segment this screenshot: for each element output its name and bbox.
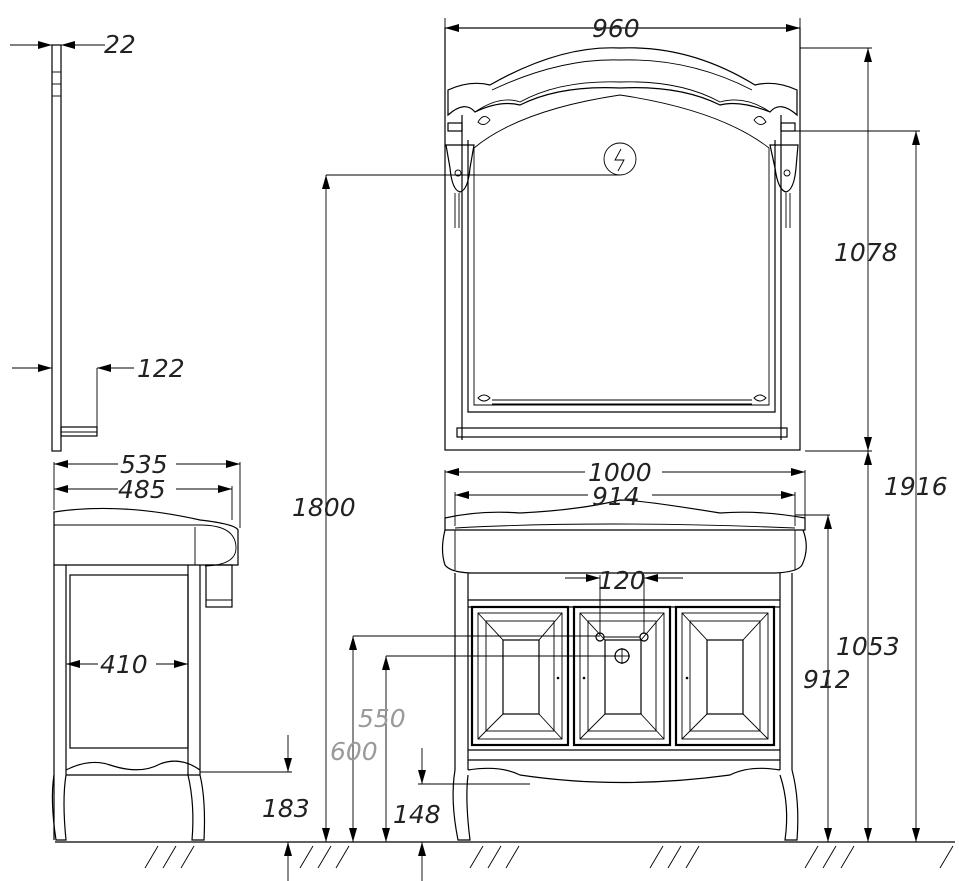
dim-leg-gap-side: 183 bbox=[262, 794, 310, 823]
dim-cabinet-height: 912 bbox=[803, 665, 851, 694]
dim-mirror-height: 1078 bbox=[834, 238, 898, 267]
cabinet-side-view bbox=[51, 460, 292, 881]
dim-mirror-width: 960 bbox=[592, 14, 640, 43]
mirror-front-view bbox=[444, 18, 801, 451]
cabinet-front-view bbox=[441, 499, 807, 841]
dim-total-height: 1916 bbox=[884, 472, 948, 501]
dim-cabinet-depth-inner: 485 bbox=[118, 475, 166, 504]
dim-cabinet-height-top: 1053 bbox=[836, 632, 900, 661]
dim-cabinet-inner-depth: 410 bbox=[100, 650, 148, 679]
dim-leg-gap-front: 148 bbox=[393, 800, 441, 829]
dim-socket-height: 1800 bbox=[292, 493, 356, 522]
floor bbox=[55, 841, 955, 869]
dim-cabinet-depth-outer: 535 bbox=[120, 450, 168, 479]
socket-symbol bbox=[603, 142, 637, 176]
dim-mirror-shelf-depth: 122 bbox=[137, 354, 185, 383]
dim-drain-height: 550 bbox=[358, 704, 406, 733]
front-dimensions bbox=[322, 47, 920, 881]
dim-cabinet-width-outer: 1000 bbox=[588, 458, 652, 487]
dim-supply-height: 600 bbox=[330, 737, 378, 766]
dim-water-spacing: 120 bbox=[598, 566, 646, 595]
dim-mirror-depth: 22 bbox=[104, 30, 136, 59]
dim-cabinet-width-inner: 914 bbox=[592, 482, 640, 511]
mirror-side-view bbox=[10, 41, 134, 452]
